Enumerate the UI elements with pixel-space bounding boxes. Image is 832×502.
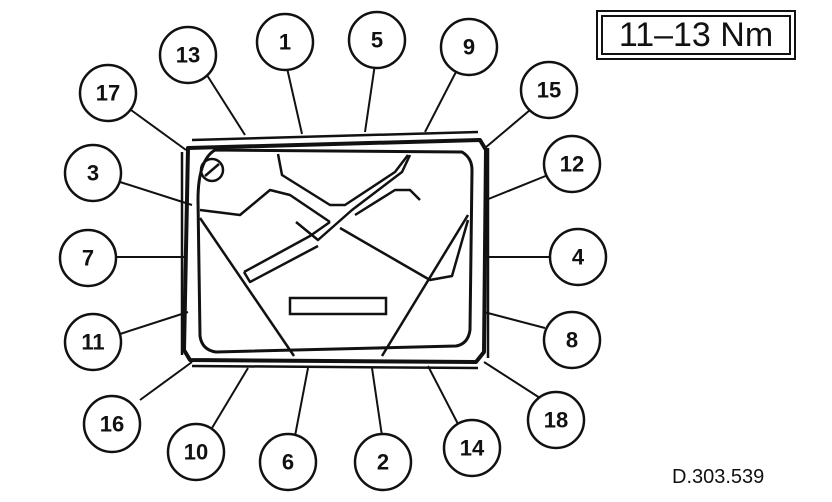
rib-x-right-lower xyxy=(339,219,470,282)
leader-1 xyxy=(286,67,303,135)
drain-plug-hatch xyxy=(204,163,220,177)
leader-16 xyxy=(139,361,193,401)
callout-15-label: 15 xyxy=(537,78,561,103)
torque-spec-box: 11–13 Nm xyxy=(596,10,796,60)
callout-14-label: 14 xyxy=(460,436,485,461)
callout-10-label: 10 xyxy=(184,440,208,465)
leader-6 xyxy=(294,367,309,437)
callout-7: 7 xyxy=(58,228,118,288)
callout-10: 10 xyxy=(166,422,226,482)
callout-17-label: 17 xyxy=(96,81,120,106)
leader-5 xyxy=(364,63,376,133)
cover-outer-flange xyxy=(182,138,488,364)
callout-16: 16 xyxy=(82,394,142,454)
rib-diagonal-right xyxy=(380,214,470,357)
leader-17 xyxy=(130,109,187,151)
callout-2: 2 xyxy=(353,432,413,492)
callout-11: 11 xyxy=(63,312,123,372)
callout-9-label: 9 xyxy=(463,35,475,60)
callout-5: 5 xyxy=(347,10,407,70)
callout-6: 6 xyxy=(258,432,318,492)
leader-8 xyxy=(483,311,546,329)
callout-5-label: 5 xyxy=(371,28,383,53)
callout-15: 15 xyxy=(519,60,579,120)
rib-x-right-upper xyxy=(354,188,421,217)
reference-code: D.303.539 xyxy=(672,466,765,488)
leader-11 xyxy=(119,311,189,335)
callout-4: 4 xyxy=(548,227,608,287)
callout-9: 9 xyxy=(439,17,499,77)
callout-1: 1 xyxy=(255,12,315,72)
callout-3: 3 xyxy=(63,143,123,203)
leader-12 xyxy=(485,174,549,201)
callout-11-label: 11 xyxy=(81,330,104,355)
leader-15 xyxy=(484,109,531,149)
callout-18: 18 xyxy=(526,390,586,450)
rib-x-left-upper xyxy=(199,188,331,224)
top-notch xyxy=(276,153,409,207)
rib-x-left-lower xyxy=(243,220,331,274)
callout-8: 8 xyxy=(542,310,602,370)
rib-x-center-upper xyxy=(295,154,412,242)
leader-10 xyxy=(211,367,249,429)
callout-14: 14 xyxy=(442,418,502,478)
callout-4-label: 4 xyxy=(572,245,585,270)
torque-spec-label: 11–13 Nm xyxy=(601,15,791,55)
callout-13: 13 xyxy=(158,25,218,85)
leader-14 xyxy=(427,365,459,425)
callout-7-label: 7 xyxy=(82,246,94,271)
callout-17: 17 xyxy=(78,63,138,123)
callout-6-label: 6 xyxy=(282,450,294,475)
cover-inner-edge xyxy=(196,148,474,354)
leader-13 xyxy=(204,71,246,136)
callout-13-label: 13 xyxy=(176,43,200,68)
leader-9 xyxy=(424,67,459,133)
callout-1-label: 1 xyxy=(279,30,291,55)
center-slot xyxy=(288,296,388,316)
top-flange-detail xyxy=(191,130,479,142)
leader-18 xyxy=(483,361,541,399)
leader-lines xyxy=(115,63,550,437)
drain-plug xyxy=(199,157,225,183)
callout-3-label: 3 xyxy=(87,161,99,186)
bottom-flange-detail xyxy=(191,364,479,370)
leader-2 xyxy=(371,367,383,437)
callout-12: 12 xyxy=(542,134,602,194)
callout-18-label: 18 xyxy=(544,408,568,433)
rib-diagonal-left xyxy=(198,217,296,357)
rib-inner-left-lower xyxy=(242,244,319,284)
callout-2-label: 2 xyxy=(377,450,389,475)
callout-16-label: 16 xyxy=(100,412,124,437)
cover-part xyxy=(180,130,490,370)
callout-12-label: 12 xyxy=(560,152,584,177)
leader-3 xyxy=(119,181,193,206)
callout-8-label: 8 xyxy=(566,328,578,353)
